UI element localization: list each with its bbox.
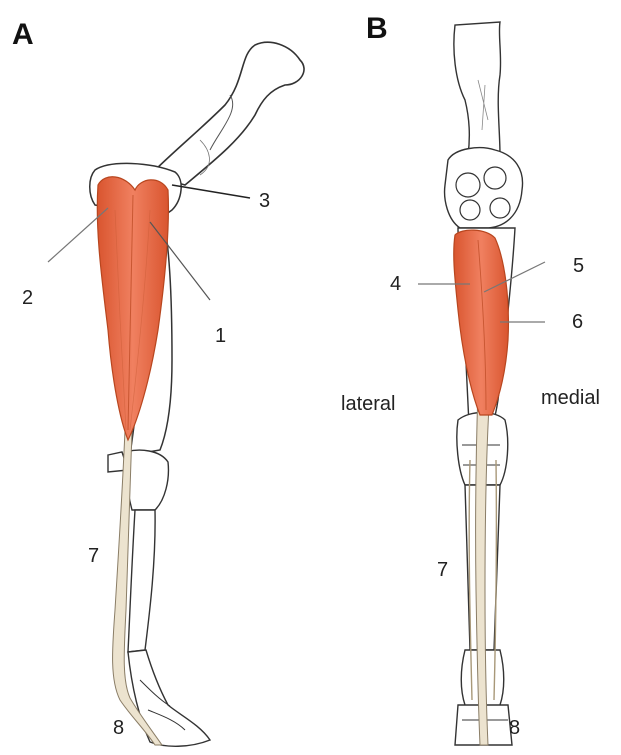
label-6: 6 bbox=[572, 312, 583, 332]
label-8-b: 8 bbox=[509, 718, 520, 738]
label-5: 5 bbox=[573, 256, 584, 276]
leader-3 bbox=[172, 185, 250, 198]
femur-a bbox=[150, 42, 304, 185]
lateral-label: lateral bbox=[341, 394, 395, 414]
label-2: 2 bbox=[22, 288, 33, 308]
label-7-a: 7 bbox=[88, 546, 99, 566]
label-8-a: 8 bbox=[113, 718, 124, 738]
femur-b bbox=[454, 22, 501, 155]
metatarsus-a bbox=[128, 510, 155, 652]
panel-label-a: A bbox=[12, 20, 34, 50]
panel-label-b: B bbox=[366, 14, 388, 44]
label-3: 3 bbox=[259, 191, 270, 211]
medial-label: medial bbox=[541, 388, 600, 408]
panel-b-limb bbox=[418, 22, 545, 745]
tarsus-a bbox=[108, 450, 168, 510]
label-1: 1 bbox=[215, 326, 226, 346]
hoof-a bbox=[128, 650, 210, 746]
panel-a-limb bbox=[48, 42, 304, 746]
label-7-b: 7 bbox=[437, 560, 448, 580]
label-4: 4 bbox=[390, 274, 401, 294]
